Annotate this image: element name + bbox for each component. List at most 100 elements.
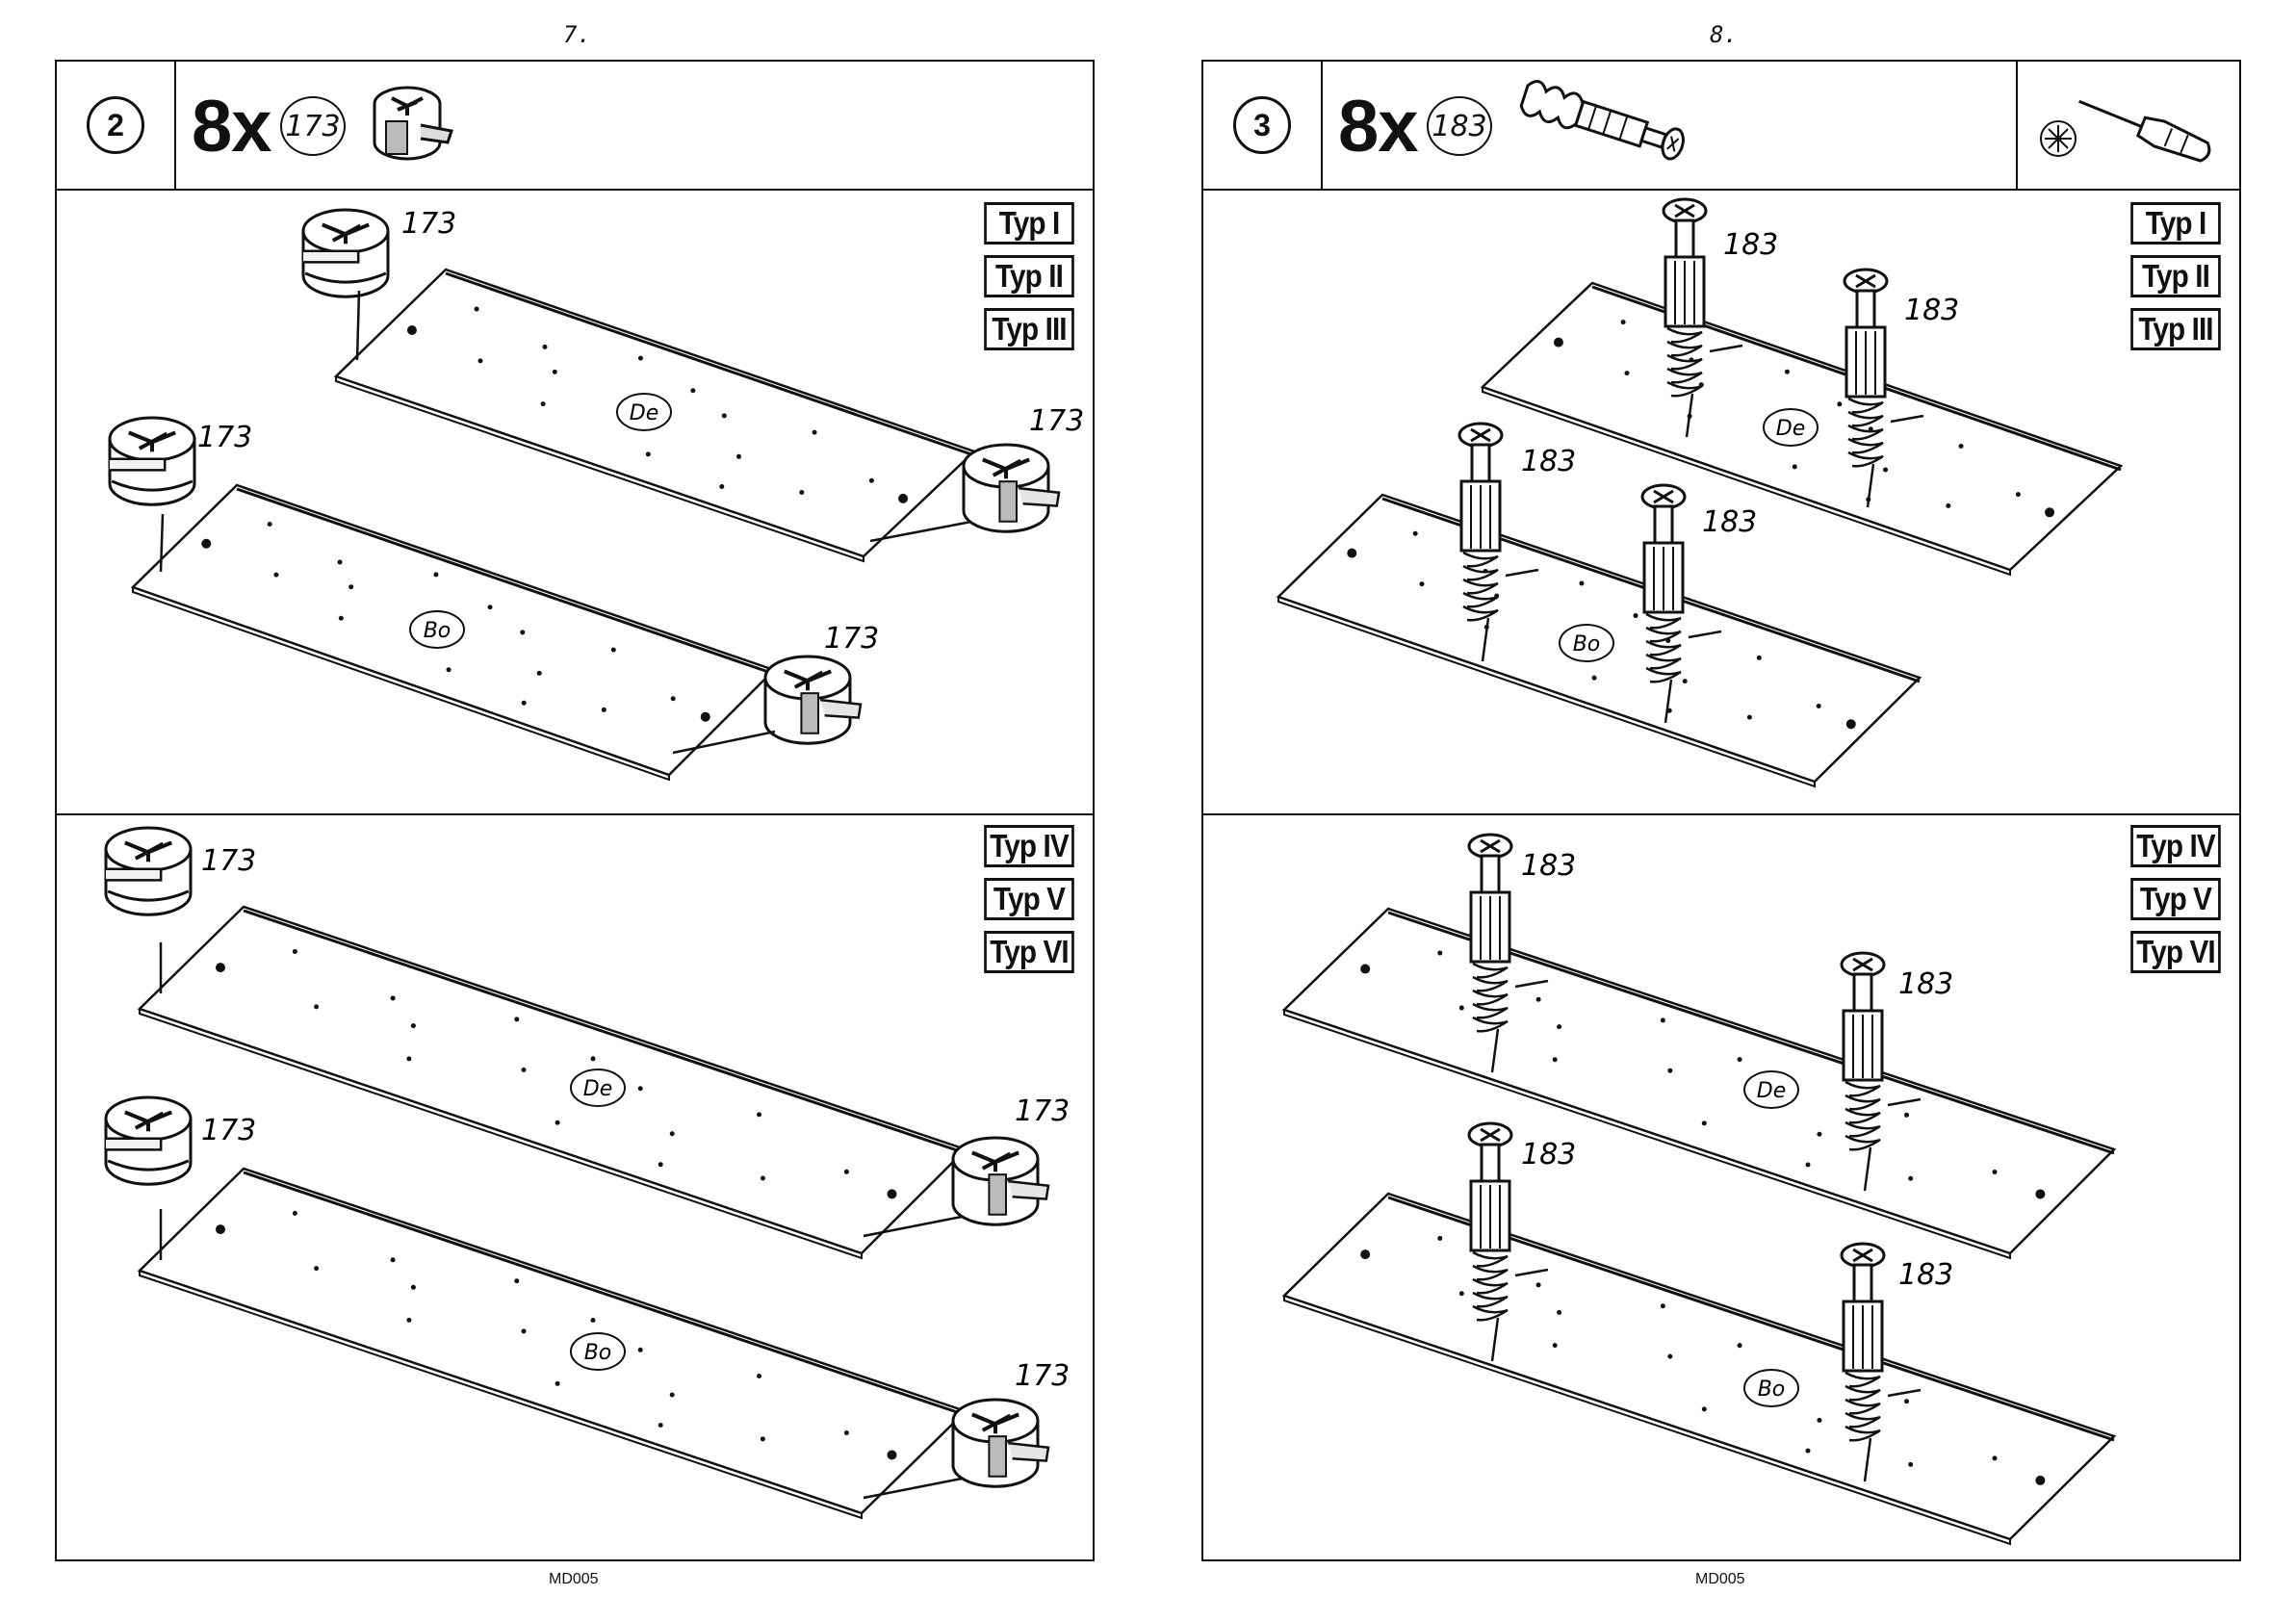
drill-hole [1536,997,1541,1002]
drill-hole [1993,1455,1998,1460]
cam-lock-fitting-icon [110,418,194,504]
drill-hole [1437,951,1442,956]
cam-lock-fitting-icon [765,657,861,743]
fitting-hole [701,712,710,722]
fitting-hole [888,1450,897,1459]
fitting-hole [1846,719,1856,729]
drill-hole [1817,704,1821,708]
drill-hole [1785,370,1790,374]
drill-hole [1579,581,1584,586]
fitting-hole [2035,1476,2045,1485]
drill-hole [670,1131,675,1136]
drill-hole [1459,1006,1464,1011]
shelf-panel: Bo [1278,495,1920,786]
drill-hole [268,522,272,527]
panel-label-text: De [630,401,658,425]
drill-hole [1806,1449,1811,1454]
drill-hole [719,484,724,489]
drill-hole [1557,1310,1561,1315]
part-number-label: 173 [1015,1359,1070,1393]
drill-hole [799,490,804,495]
fitting-hole [2045,507,2054,517]
drill-hole [757,1374,761,1378]
panel-label-text: Bo [1573,632,1601,657]
drill-hole [488,605,493,609]
drill-hole [478,358,483,363]
fitting-hole [1554,338,1563,348]
drill-hole [591,1318,596,1323]
drill-hole [1837,401,1842,406]
drill-hole [813,430,817,435]
drill-hole [314,1004,319,1009]
footer-code: MD005 [1695,1571,1745,1588]
part-number-label: 173 [1029,404,1084,438]
fitting-hole [1360,1249,1370,1259]
footer-code: MD005 [549,1571,599,1588]
drill-hole [1625,371,1630,375]
drill-hole [1621,320,1626,324]
page-number: 7. [563,21,591,48]
drill-hole [406,1056,411,1061]
drill-hole [338,560,343,565]
drill-hole [1817,1418,1821,1423]
drill-hole [1667,1068,1672,1073]
drill-hole [1536,1282,1541,1287]
drill-hole [314,1266,319,1271]
fitting-hole [1347,549,1356,558]
instruction-page-8: 3 8x 183 [1201,60,2241,1561]
panel-label: Bo [571,1333,625,1370]
drill-hole [591,1056,596,1061]
drill-hole [1419,581,1424,586]
drill-hole [514,1017,519,1021]
drill-hole [844,1430,849,1435]
drill-hole [761,1175,765,1180]
drill-hole [514,1278,519,1283]
drill-hole [1413,531,1418,536]
drill-hole [339,616,344,621]
drill-hole [475,307,479,312]
drill-hole [1683,679,1688,683]
panel-label-text: De [583,1077,612,1101]
part-number-label: 173 [201,1114,256,1147]
assembly-drawing: DeBo173173173173DeBo173173173173 [57,62,1096,1563]
drill-hole [1757,656,1762,660]
drill-hole [1667,1354,1672,1359]
drill-hole [638,1348,643,1352]
panel-label-text: Bo [584,1341,612,1365]
page-number: 8. [1710,21,1738,48]
drill-hole [1883,468,1888,473]
drill-hole [1904,1113,1909,1118]
drill-hole [670,1392,675,1397]
drill-hole [1738,1057,1742,1062]
drill-hole [1806,1163,1811,1168]
drill-hole [553,370,557,374]
drill-hole [1661,1017,1665,1022]
part-number-label: 183 [1521,1138,1576,1171]
fitting-hole [888,1189,897,1198]
instruction-page-7: 2 8x 173 Typ I Typ II Typ III Typ IV Typ… [55,60,1095,1561]
part-number-label: 183 [1521,849,1576,883]
part-number-label: 183 [1898,967,1953,1001]
drill-hole [1557,1024,1561,1029]
drill-hole [1459,1291,1464,1296]
drill-hole [541,401,546,406]
drill-hole [1738,1343,1742,1348]
panel-label: Bo [1560,625,1613,661]
panel-label: Bo [1744,1370,1798,1406]
panel-label: De [1764,409,1818,446]
part-number-label: 183 [1898,1258,1953,1292]
panel-label: De [617,394,671,430]
cam-lock-fitting-icon [106,828,191,914]
fitting-hole [216,1224,225,1234]
drill-hole [690,388,695,393]
part-number-label: 183 [1702,505,1757,539]
drill-hole [447,667,451,672]
part-number-label: 173 [201,844,256,878]
panel-label: De [571,1069,625,1106]
drill-hole [1437,1236,1442,1241]
drill-hole [722,413,727,418]
panel-label: De [1744,1071,1798,1108]
cam-lock-fitting-icon [106,1097,191,1184]
drill-hole [406,1318,411,1323]
drill-hole [658,1162,663,1167]
